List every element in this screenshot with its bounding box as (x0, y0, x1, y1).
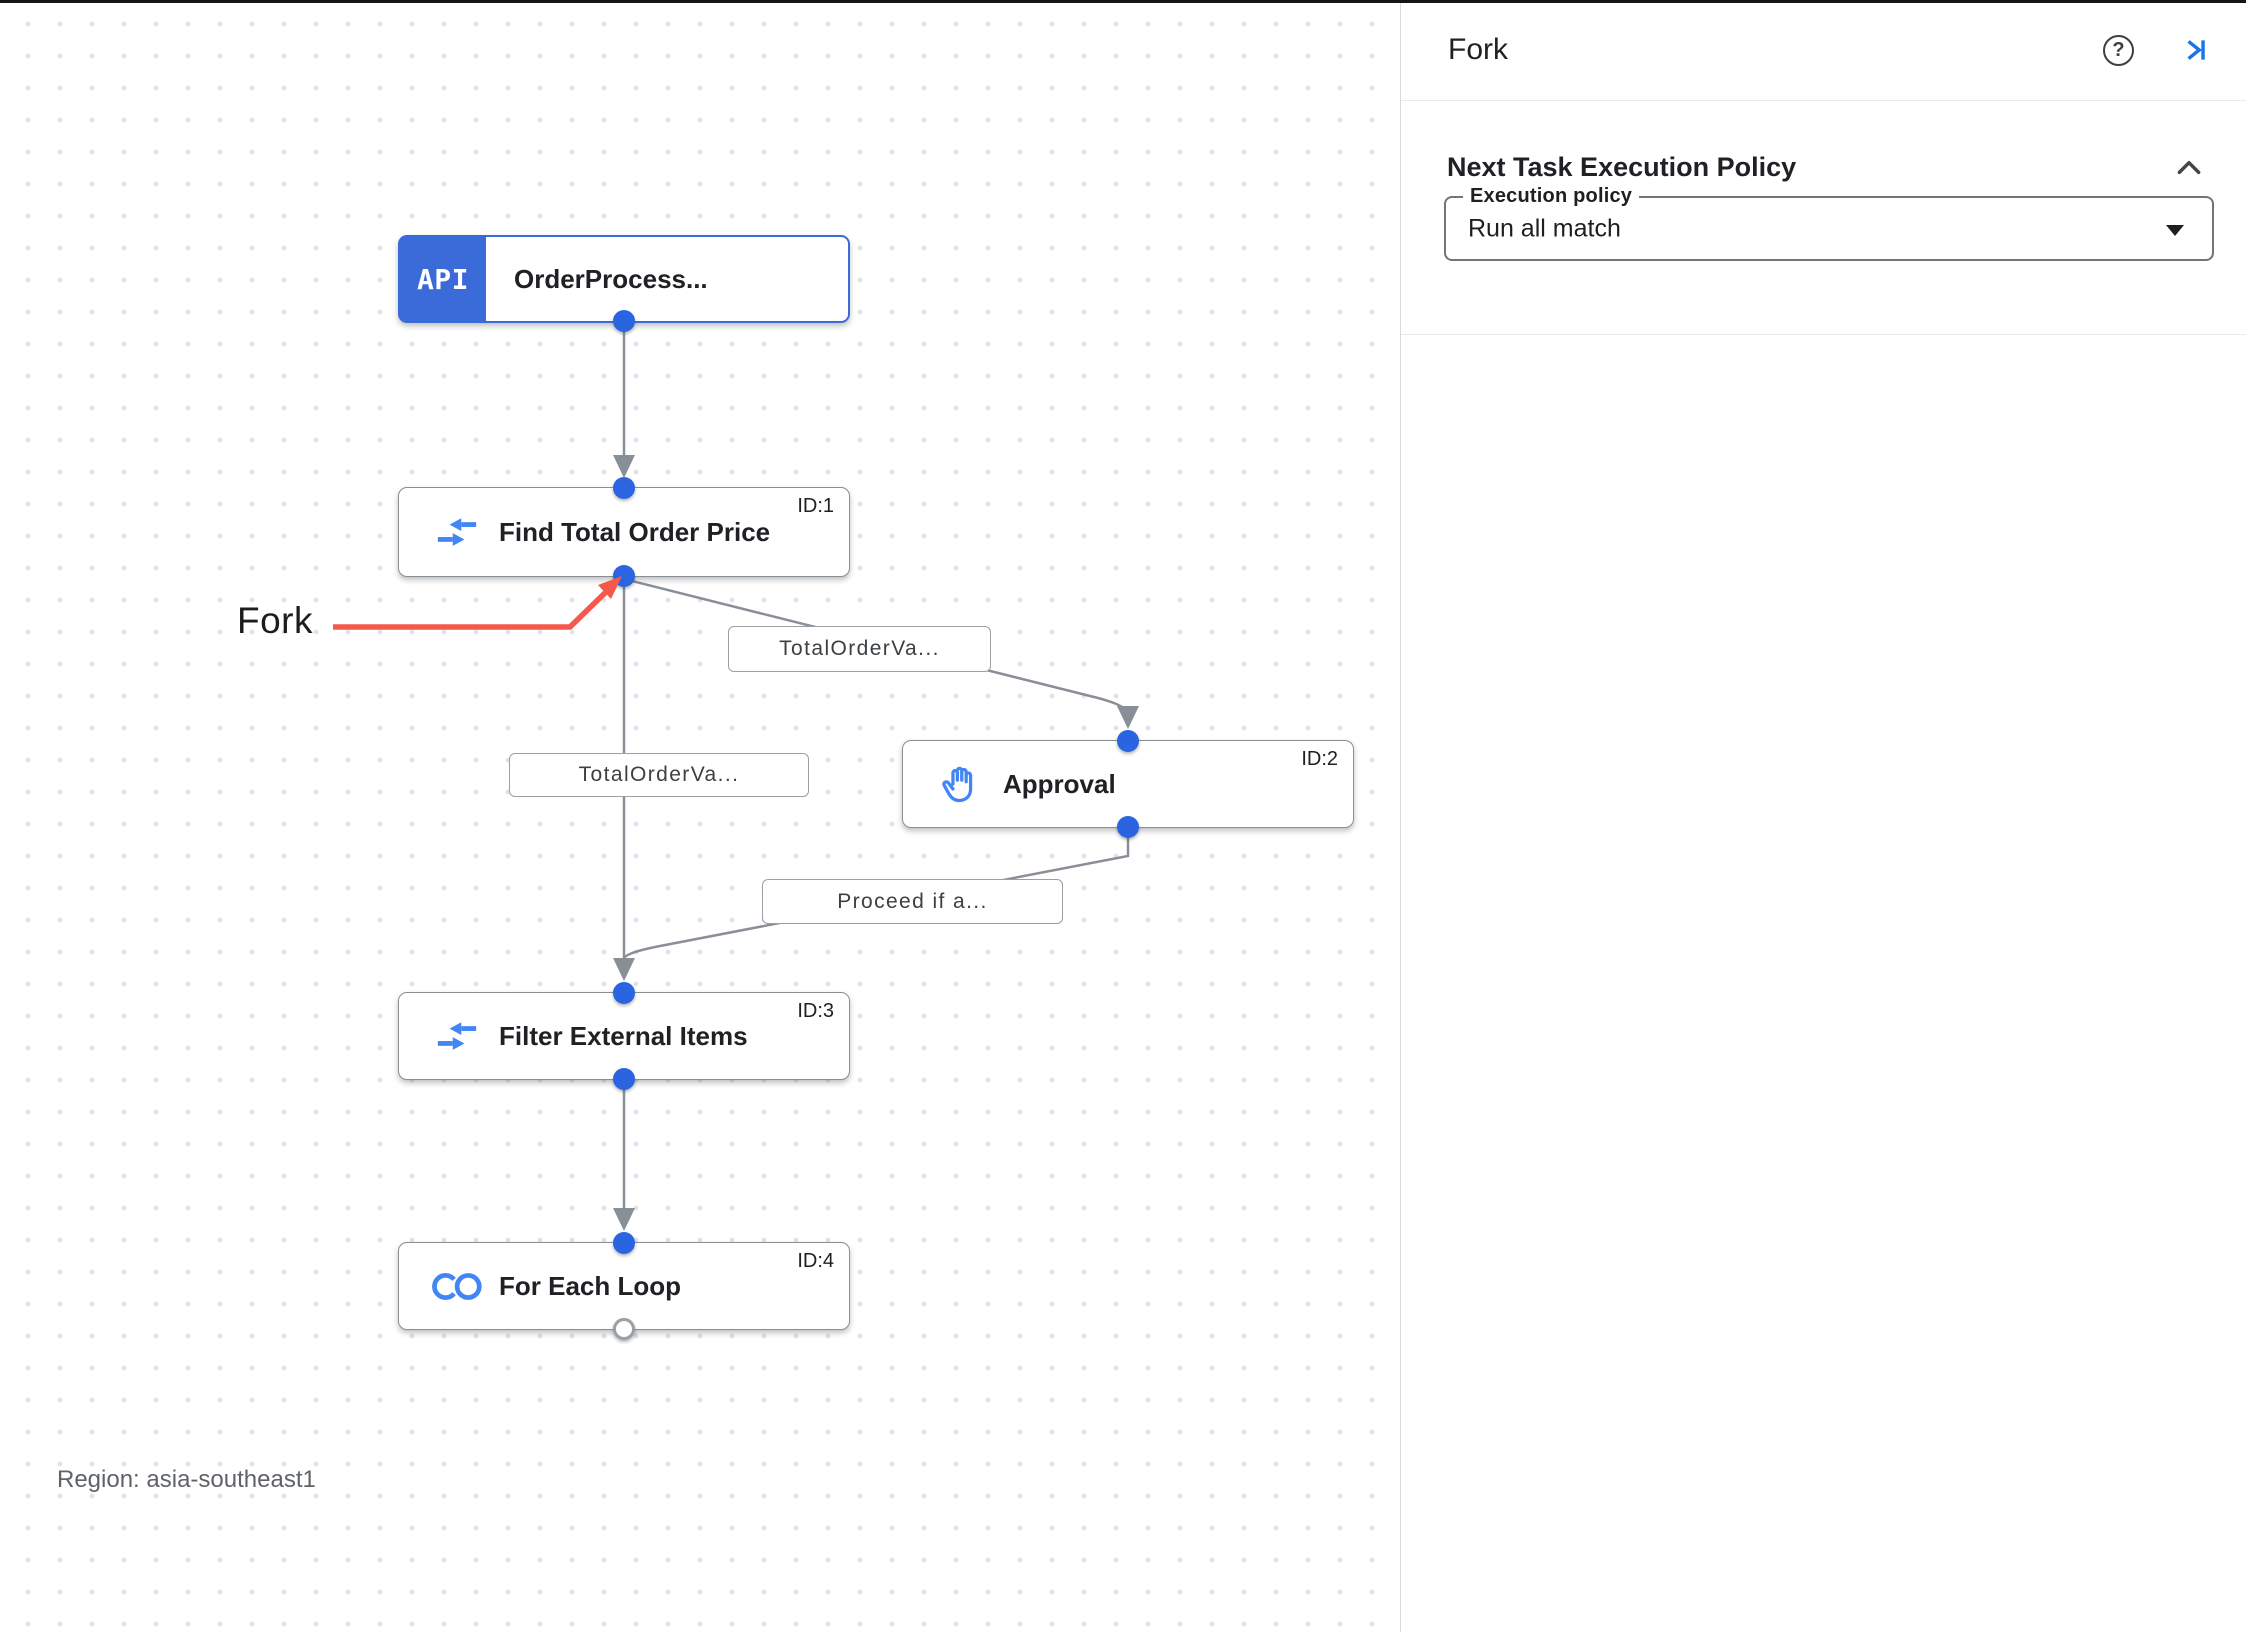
help-icon[interactable]: ? (2103, 34, 2134, 66)
edge-condition-label[interactable]: Proceed if a... (762, 879, 1063, 924)
execution-policy-label: Execution policy (1463, 185, 1640, 208)
edge-condition-label[interactable]: TotalOrderVa... (728, 626, 991, 672)
api-trigger-icon: API (400, 237, 486, 321)
output-port[interactable] (1117, 816, 1139, 838)
task-title: For Each Loop (499, 1270, 681, 1301)
collapse-panel-icon[interactable] (2180, 35, 2210, 65)
panel-header: Fork ? (1401, 0, 2246, 100)
arrowhead (613, 455, 635, 478)
input-port[interactable] (1117, 730, 1139, 752)
execution-policy-select[interactable]: Execution policy Run all match (1444, 185, 2214, 261)
input-port[interactable] (613, 477, 635, 499)
output-port[interactable] (613, 310, 635, 332)
fork-output-port[interactable] (613, 565, 635, 587)
chevron-up-icon[interactable] (2174, 156, 2204, 178)
arrowhead (613, 1208, 635, 1231)
section-divider (1401, 334, 2246, 335)
connector-edges (613, 323, 1139, 1231)
task-node-approval[interactable]: ID:2 Approval (902, 730, 1354, 838)
task-id-badge: ID:3 (797, 1000, 834, 1022)
section-title: Next Task Execution Policy (1447, 151, 1797, 182)
approval-hand-icon (933, 761, 989, 807)
task-title: Find Total Order Price (499, 516, 771, 547)
for-each-loop-icon (429, 1270, 485, 1303)
header-divider (1401, 100, 2246, 101)
data-mapping-icon (429, 515, 485, 549)
input-port[interactable] (613, 1232, 635, 1254)
task-id-badge: ID:1 (797, 495, 834, 517)
arrowhead (613, 958, 635, 981)
region-label: Region: asia-southeast1 (57, 1466, 316, 1493)
task-node-for-each-loop[interactable]: ID:4 For Each Loop (398, 1232, 850, 1340)
execution-policy-value: Run all match (1468, 214, 1621, 242)
top-border (0, 0, 2246, 3)
edge-condition-label[interactable]: TotalOrderVa... (509, 753, 809, 797)
input-port[interactable] (613, 982, 635, 1004)
output-port[interactable] (613, 1068, 635, 1090)
workflow-canvas[interactable]: TotalOrderVa... TotalOrderVa... Proceed … (0, 0, 1400, 1632)
section-header: Next Task Execution Policy (1401, 134, 2246, 200)
task-title: Filter External Items (499, 1020, 748, 1051)
arrowhead (1117, 706, 1139, 729)
data-mapping-icon (429, 1019, 485, 1053)
task-title: Approval (1003, 768, 1116, 799)
task-node-filter-external-items[interactable]: ID:3 Filter External Items (398, 982, 850, 1090)
open-output-port[interactable] (613, 1318, 635, 1340)
panel-title: Fork (1448, 33, 1508, 66)
task-node-find-total-order-price[interactable]: ID:1 Find Total Order Price (398, 477, 850, 587)
dropdown-caret-icon (2166, 224, 2184, 236)
fork-annotation-label: Fork (237, 600, 313, 641)
task-id-badge: ID:4 (797, 1250, 834, 1272)
config-panel: Fork ? Next Task Execution Policy (1400, 0, 2246, 1632)
edge-approval-to-task3 (622, 826, 1130, 960)
task-id-badge: ID:2 (1301, 748, 1338, 770)
trigger-node-orderprocess[interactable]: API OrderProcess... (398, 235, 850, 332)
trigger-title: OrderProcess... (514, 263, 708, 294)
